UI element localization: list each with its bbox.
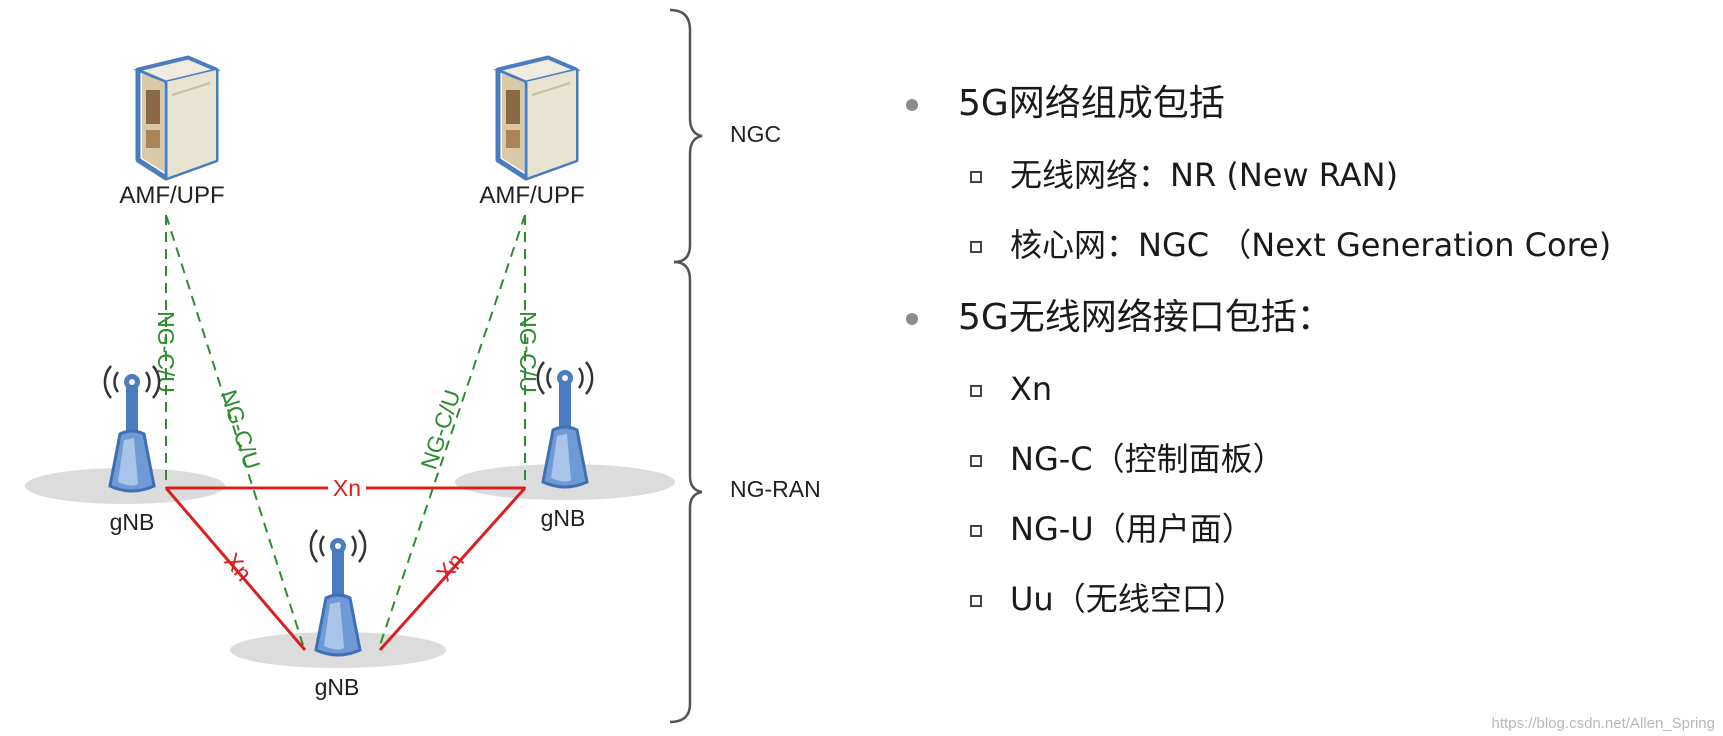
section-title: 5G网络组成包括 [958, 83, 1225, 124]
antenna-icon [103, 364, 161, 493]
xn-label: Xn [431, 548, 469, 586]
ngran-brace [669, 260, 703, 724]
ngc-brace [669, 8, 703, 264]
section-title: 5G无线网络接口包括： [958, 297, 1333, 338]
ng-link [379, 214, 526, 646]
bullet-item: 无线网络：NR (New RAN) [900, 152, 1720, 198]
bullet-item: NG-C（控制面板） [900, 436, 1720, 482]
amf-upf-label-right: AMF/UPF [479, 182, 584, 209]
ng-cu-label: NG-C/U [216, 387, 266, 473]
xn-label: Xn [333, 475, 361, 501]
amf-upf-label-left: AMF/UPF [119, 182, 224, 209]
bullet-item: Xn [900, 366, 1720, 412]
square-bullet-icon [970, 385, 982, 397]
square-bullet-icon [970, 171, 982, 183]
gnb-label-bottom: gNB [315, 674, 360, 700]
server-icon [138, 58, 216, 178]
antenna-icon [309, 528, 367, 657]
bullet-dot [906, 99, 918, 111]
ng-ran-label: NG-RAN [730, 476, 821, 502]
server-icon [498, 58, 576, 178]
bullet-list: 5G网络组成包括 无线网络：NR (New RAN) 核心网：NGC （Next… [900, 78, 1720, 622]
xn-link [378, 486, 527, 652]
bullet-item-text: 无线网络：NR (New RAN) [1010, 156, 1399, 194]
square-bullet-icon [970, 595, 982, 607]
square-bullet-icon [970, 455, 982, 467]
bullet-section-1: 5G网络组成包括 [900, 78, 1720, 130]
bullet-item-text: 核心网：NGC （Next Generation Core) [1010, 226, 1612, 264]
bullet-dot [906, 313, 918, 325]
square-bullet-icon [970, 241, 982, 253]
bullet-item-text: Uu（无线空口） [1010, 580, 1246, 618]
bullet-item-text: Xn [1010, 370, 1053, 408]
bullet-item: NG-U（用户面） [900, 506, 1720, 552]
ng-cu-label: NG-C/U [415, 387, 465, 473]
ng-cu-label: NG-C/U [153, 311, 179, 393]
gnb-label-right: gNB [541, 505, 586, 531]
bullet-section-2: 5G无线网络接口包括： [900, 292, 1720, 344]
ngc-label: NGC [730, 121, 781, 147]
xn-link [164, 487, 307, 651]
bullet-item: Uu（无线空口） [900, 576, 1720, 622]
ng-link [165, 214, 304, 646]
bullet-item: 核心网：NGC （Next Generation Core) [900, 222, 1720, 268]
antenna-icon [536, 360, 594, 489]
gnb-label-left: gNB [110, 509, 155, 535]
xn-label: Xn [219, 548, 257, 586]
bullet-item-text: NG-C（控制面板） [1010, 440, 1285, 478]
bullet-item-text: NG-U（用户面） [1010, 510, 1254, 548]
watermark: https://blog.csdn.net/Allen_Spring [1491, 715, 1715, 732]
square-bullet-icon [970, 525, 982, 537]
network-diagram: AMF/UPF AMF/UPF NG-C/U NG-C/U NG-C/U NG-… [25, 8, 821, 724]
